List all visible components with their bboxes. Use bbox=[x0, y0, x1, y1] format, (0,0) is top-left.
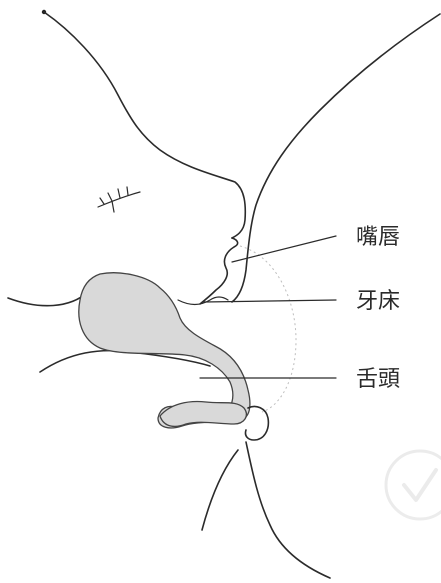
gum-leader-line bbox=[203, 299, 337, 303]
nipple-guide-dashed bbox=[239, 245, 297, 413]
label-gum: 牙床 bbox=[356, 289, 400, 314]
baby-chin bbox=[7, 291, 89, 307]
nipple-tip bbox=[244, 405, 270, 441]
baby-upper-lip bbox=[199, 237, 239, 305]
baby-eyelashes bbox=[99, 186, 129, 213]
label-tongue: 舌頭 bbox=[356, 367, 400, 392]
baby-face-outline bbox=[43, 11, 247, 239]
label-lips: 嘴唇 bbox=[356, 225, 400, 250]
tongue-shape bbox=[159, 400, 248, 428]
breast-outline-lower bbox=[245, 441, 331, 579]
lips-leader-line bbox=[231, 235, 337, 263]
baby-eye bbox=[97, 191, 141, 208]
gum-line bbox=[177, 296, 229, 306]
watermark-check-icon bbox=[384, 449, 441, 521]
breast-outline-upper bbox=[231, 13, 441, 303]
breast-underside bbox=[201, 449, 239, 531]
